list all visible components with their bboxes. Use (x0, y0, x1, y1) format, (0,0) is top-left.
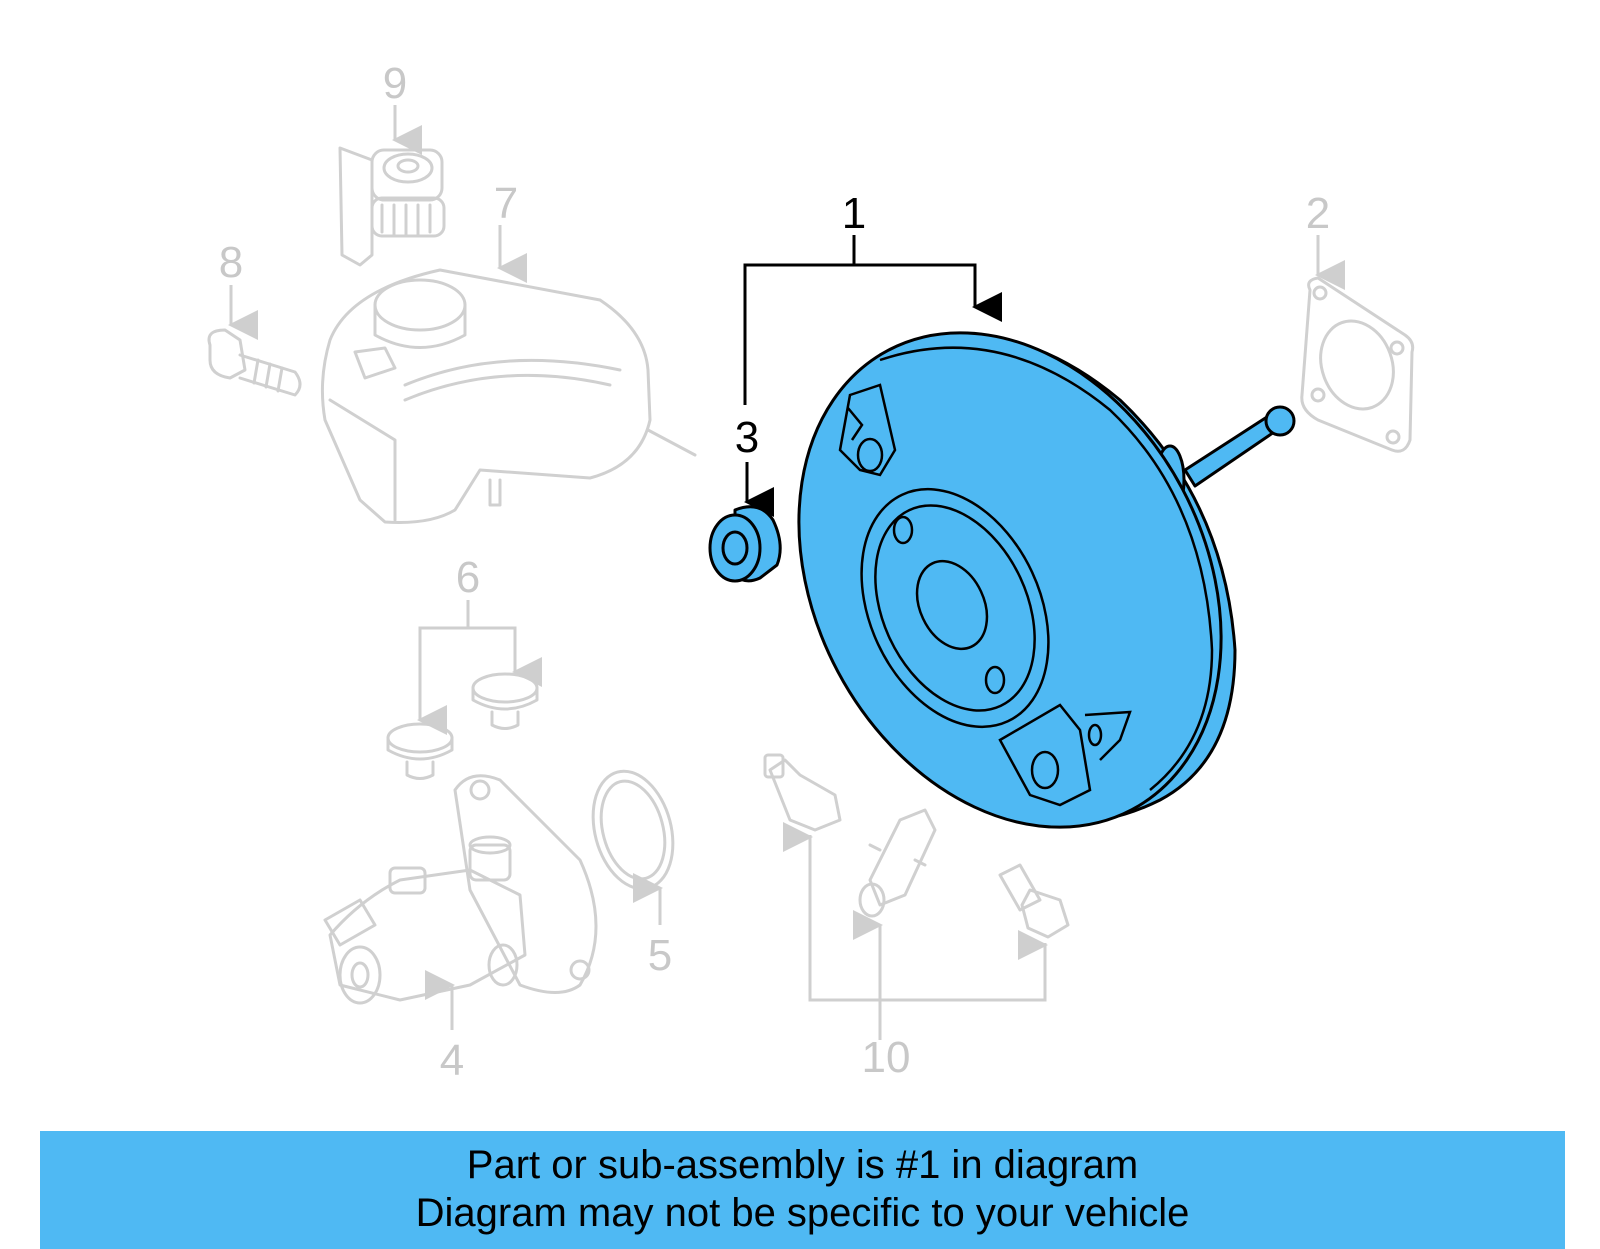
callout-4: 4 (440, 1036, 464, 1085)
callout-3: 3 (735, 413, 759, 462)
part-2-gasket (1300, 276, 1415, 453)
callout-7: 7 (494, 179, 518, 228)
leader-10 (808, 835, 1047, 1002)
part-9-cap-bracket (338, 146, 446, 267)
part-7-reservoir (320, 268, 697, 524)
part-6-grommets (386, 672, 539, 780)
callout-5: 5 (648, 931, 672, 980)
callout-6: 6 (456, 553, 480, 602)
callout-10: 10 (862, 1033, 911, 1082)
part-10-hardware (763, 753, 1070, 939)
callout-2: 2 (1306, 189, 1330, 238)
part-3-seal (708, 505, 782, 583)
part-5-o-ring (591, 769, 675, 891)
banner-line-2: Diagram may not be specific to your vehi… (415, 1191, 1190, 1235)
part-1-brake-booster (797, 331, 1296, 829)
callout-1: 1 (842, 189, 866, 238)
callout-8: 8 (219, 238, 243, 287)
leader-1 (743, 263, 1002, 405)
part-8-bolt (207, 328, 302, 397)
part-4-master-cylinder (323, 774, 598, 1005)
banner-line-1: Part or sub-assembly is #1 in diagram (466, 1143, 1139, 1187)
callout-9: 9 (383, 59, 407, 108)
info-banner: Part or sub-assembly is #1 in diagram Di… (40, 1131, 1565, 1249)
